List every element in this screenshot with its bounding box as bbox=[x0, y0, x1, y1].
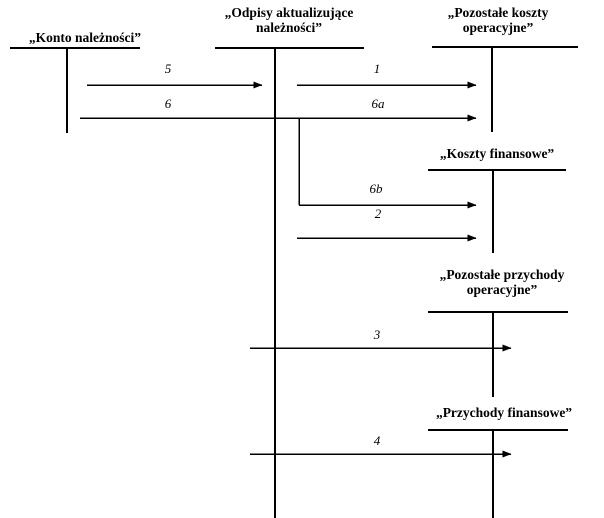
account-title-koszty-finansowe: „Koszty finansowe” bbox=[439, 146, 555, 161]
account-lines-group bbox=[10, 46, 578, 518]
account-title-pozostale-koszty-operacyjne: „Pozostałe koszty operacyjne” bbox=[447, 5, 549, 35]
flow-label-flow-4: 4 bbox=[373, 433, 381, 448]
account-title-pozostale-przychody-operacyjne: „Pozostałe przychody operacyjne” bbox=[439, 267, 565, 297]
flow-label-flow-6b: 6b bbox=[369, 181, 383, 196]
account-title-konto-naleznosci: „Konto należności” bbox=[28, 30, 142, 45]
flow-label-flow-6a: 6a bbox=[371, 96, 385, 111]
account-title-przychody-finansowe: „Przychody finansowe” bbox=[435, 405, 573, 420]
flow-label-flow-5: 5 bbox=[164, 61, 172, 76]
account-title-odpisy-aktualizujace-naleznosci: „Odpisy aktualizujące należności” bbox=[224, 5, 354, 35]
flow-arrows-group bbox=[80, 81, 512, 458]
flow-arrow-flow-6 bbox=[80, 117, 300, 205]
flow-label-flow-3: 3 bbox=[373, 327, 381, 342]
flow-label-flow-6: 6 bbox=[164, 96, 172, 111]
flow-label-flow-2: 2 bbox=[374, 206, 382, 221]
flow-label-flow-1: 1 bbox=[373, 61, 381, 76]
